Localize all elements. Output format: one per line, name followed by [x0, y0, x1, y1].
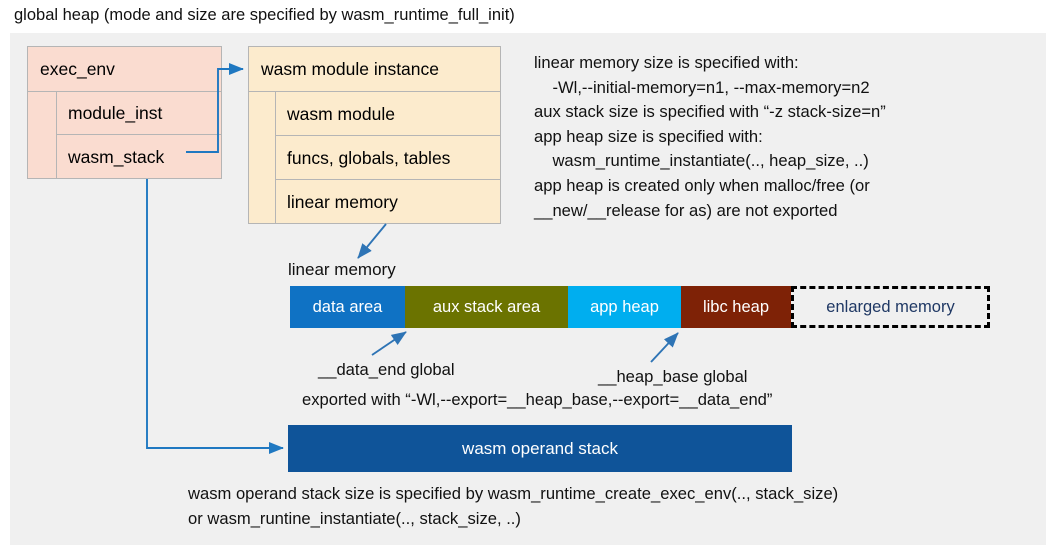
annotation-heap-base: __heap_base global — [598, 367, 748, 386]
wasm-operand-stack-box: wasm operand stack — [288, 425, 792, 472]
funcs-globals-tables-label: funcs, globals, tables — [287, 147, 451, 168]
annotation-data-end: __data_end global — [318, 360, 455, 379]
exec-env-field-wasm-stack: wasm_stack — [56, 135, 221, 178]
configuration-note: linear memory size is specified with: -W… — [534, 53, 886, 220]
wasm-module-label: wasm module — [287, 103, 395, 124]
memory-segment: enlarged memory — [791, 286, 990, 328]
annotation-exported-with: exported with “-Wl,--export=__heap_base,… — [302, 390, 773, 409]
linear-memory-label: linear memory — [288, 260, 396, 279]
module-instance-title: wasm module instance — [261, 59, 439, 79]
page-title: global heap (mode and size are specified… — [14, 6, 515, 24]
module-inst-label: module_inst — [68, 103, 163, 123]
wasm-stack-label: wasm_stack — [68, 146, 165, 167]
module-instance-field-wasm-module: wasm module — [275, 92, 500, 136]
memory-segment: app heap — [568, 286, 681, 328]
operand-stack-note: wasm operand stack size is specified by … — [188, 484, 839, 528]
memory-segment: aux stack area — [405, 286, 568, 328]
module-instance-field-funcs-globals-tables: funcs, globals, tables — [275, 136, 500, 180]
module-instance-field-linear-memory: linear memory — [275, 180, 500, 224]
exec-env-field-module-inst: module_inst — [56, 92, 221, 135]
exec-env-box: exec_env module_inst wasm_stack — [27, 46, 222, 179]
exec-env-header: exec_env — [28, 47, 221, 92]
wasm-module-instance-box: wasm module instance wasm module funcs, … — [248, 46, 501, 224]
linear-memory-field-label: linear memory — [287, 192, 398, 212]
module-instance-header: wasm module instance — [249, 47, 500, 92]
memory-segment: libc heap — [681, 286, 791, 328]
exec-env-title: exec_env — [40, 59, 115, 79]
memory-segment: data area — [290, 286, 405, 328]
